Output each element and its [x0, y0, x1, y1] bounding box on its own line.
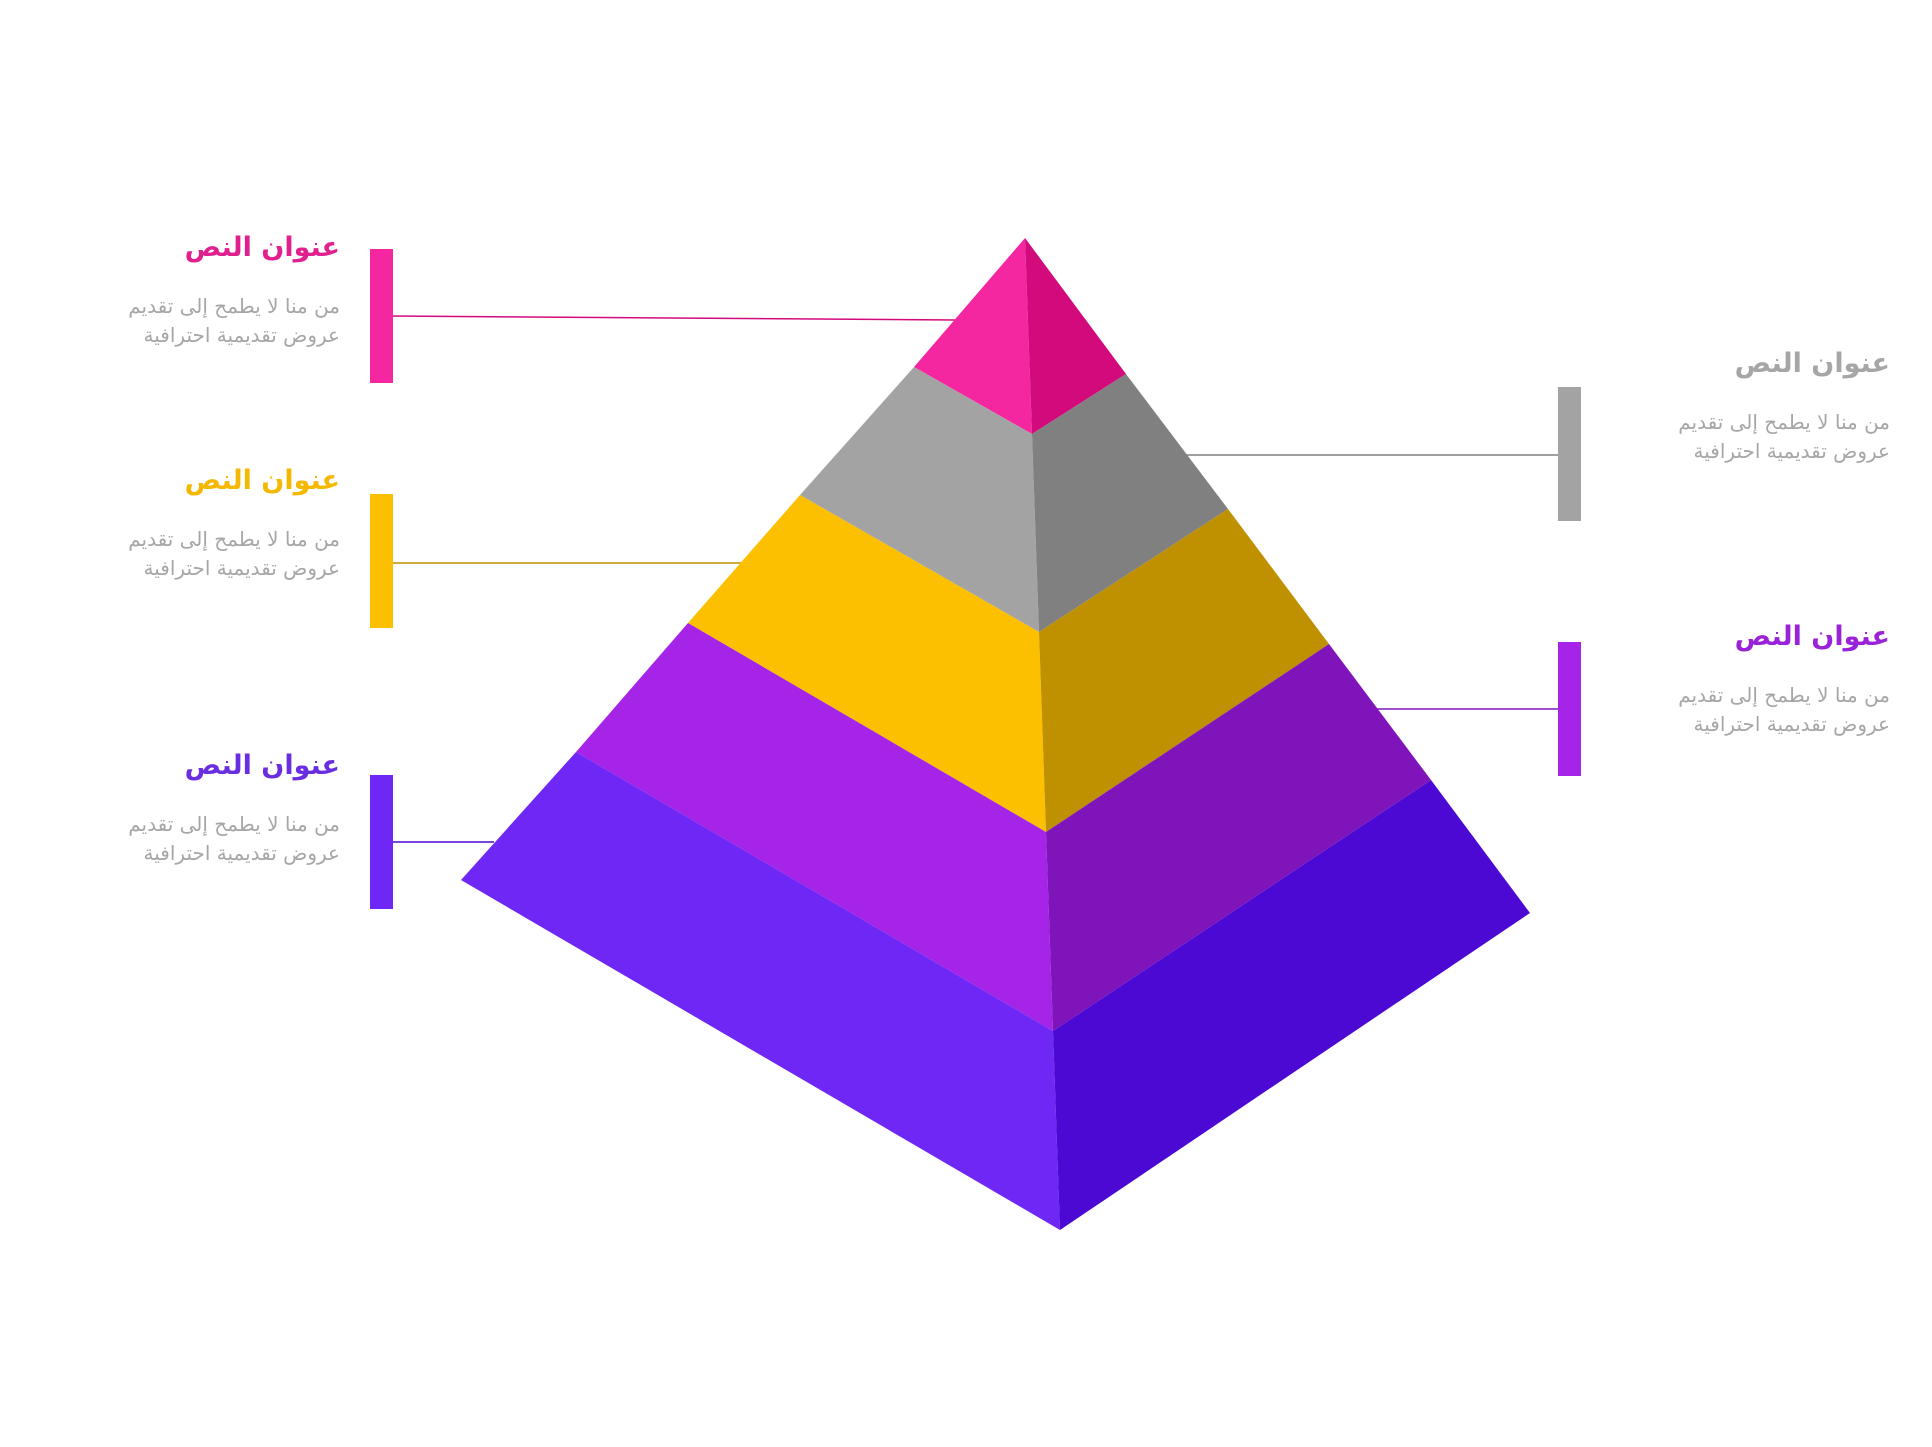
description-line: عروض تقديمية احترافية	[1693, 712, 1890, 736]
callout-title: عنوان النص	[184, 465, 340, 496]
marker-bar-top	[370, 249, 393, 383]
description-line: من منا لا يطمح إلى تقديم	[128, 527, 340, 551]
callout-title: عنوان النص	[184, 750, 340, 781]
description-line: من منا لا يطمح إلى تقديم	[1678, 410, 1890, 434]
description-line: من منا لا يطمح إلى تقديم	[128, 294, 340, 318]
marker-bar-third	[370, 494, 393, 628]
description-line: من منا لا يطمح إلى تقديم	[128, 812, 340, 836]
callout-third: عنوان النص من منا لا يطمح إلى تقديم عروض…	[0, 463, 340, 583]
callout-title: عنوان النص	[1734, 348, 1890, 379]
description-line: عروض تقديمية احترافية	[143, 556, 340, 580]
callout-fourth: عنوان النص من منا لا يطمح إلى تقديم عروض…	[1550, 619, 1890, 739]
marker-bar-second	[1558, 387, 1581, 521]
callout-description: من منا لا يطمح إلى تقديم عروض تقديمية اح…	[0, 810, 340, 868]
pyramid-layer-second-side	[1032, 374, 1228, 632]
callout-second: عنوان النص من منا لا يطمح إلى تقديم عروض…	[1550, 346, 1890, 466]
callout-title: عنوان النص	[1734, 621, 1890, 652]
callout-description: من منا لا يطمح إلى تقديم عروض تقديمية اح…	[1550, 681, 1890, 739]
callout-top: عنوان النص من منا لا يطمح إلى تقديم عروض…	[0, 230, 340, 350]
pyramid-layer-base-side	[1053, 780, 1530, 1230]
pyramid-layer-top-front	[914, 238, 1032, 434]
description-line: عروض تقديمية احترافية	[143, 841, 340, 865]
callout-description: من منا لا يطمح إلى تقديم عروض تقديمية اح…	[0, 292, 340, 350]
callout-title: عنوان النص	[184, 232, 340, 263]
pyramid-layer-second-front	[800, 367, 1039, 632]
callout-description: من منا لا يطمح إلى تقديم عروض تقديمية اح…	[0, 525, 340, 583]
pyramid-layer-third-front	[688, 495, 1046, 832]
callout-base: عنوان النص من منا لا يطمح إلى تقديم عروض…	[0, 748, 340, 868]
pyramid-layer-fourth-side	[1046, 644, 1431, 1031]
pyramid-layer-base-front	[461, 752, 1060, 1230]
marker-bar-fourth	[1558, 642, 1581, 776]
description-line: عروض تقديمية احترافية	[143, 323, 340, 347]
pyramid-layer-third-side	[1039, 509, 1329, 832]
description-line: عروض تقديمية احترافية	[1693, 439, 1890, 463]
callout-description: من منا لا يطمح إلى تقديم عروض تقديمية اح…	[1550, 408, 1890, 466]
description-line: من منا لا يطمح إلى تقديم	[1678, 683, 1890, 707]
connector-line-top	[389, 315, 956, 321]
pyramid-layer-top-side	[1025, 238, 1126, 434]
marker-bar-base	[370, 775, 393, 909]
pyramid-layer-fourth-front	[576, 623, 1053, 1031]
